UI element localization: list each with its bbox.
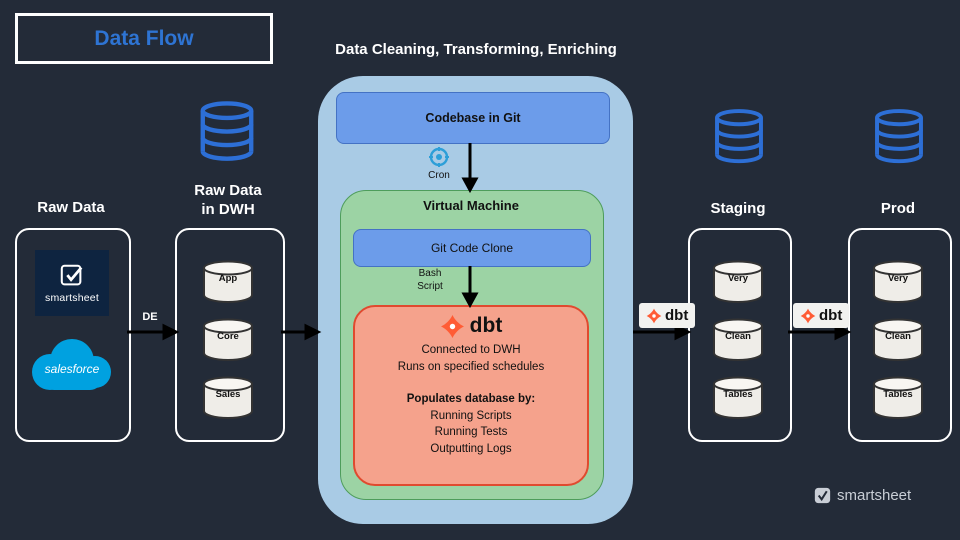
cylinder-icon <box>713 318 763 361</box>
cylinder-label: Tables <box>723 389 753 400</box>
footer-brand: smartsheet <box>814 487 911 504</box>
cylinder-label: App <box>218 273 238 284</box>
raw-data-box <box>15 228 131 442</box>
dbt-line1: Connected to DWH <box>421 344 521 356</box>
codebase-box: Codebase in Git <box>336 92 610 144</box>
cylinder-icon <box>873 318 923 361</box>
cylinder-icon <box>203 376 253 419</box>
arrow-raw-to-dwh <box>127 323 180 341</box>
staging-cylinder-clean: Clean <box>710 318 766 362</box>
subtitle: Data Cleaning, Transforming, Enriching <box>335 41 617 58</box>
footer-wordmark: smartsheet <box>837 487 912 504</box>
salesforce-wordmark: salesforce <box>44 362 100 376</box>
smartsheet-check-icon <box>814 487 831 504</box>
dbt-wordmark: dbt <box>469 314 503 338</box>
prod-database-icon <box>875 109 923 164</box>
dbt-chip-prod: dbt <box>793 303 850 328</box>
cylinder-icon <box>203 318 253 361</box>
prod-cylinder-very: Very <box>870 260 926 304</box>
title-box: Data Flow <box>15 13 273 64</box>
staging-database-icon <box>715 109 763 164</box>
dbt-item: Outputting Logs <box>430 442 512 455</box>
cylinder-icon <box>873 260 923 303</box>
de-arrow-label: DE <box>142 311 158 323</box>
git-code-clone-box: Git Code Clone <box>353 229 591 267</box>
dbt-line2: Runs on specified schedules <box>397 360 545 373</box>
cylinder-icon <box>713 376 763 419</box>
dbt-populates-title: Populates database by: <box>406 393 536 405</box>
cylinder-label: Sales <box>215 389 241 400</box>
arrow-dwh-to-pipeline <box>281 323 322 341</box>
smartsheet-wordmark: smartsheet <box>45 291 99 304</box>
cylinder-icon <box>713 260 763 303</box>
cylinder-label: Clean <box>885 331 911 342</box>
dbt-logo: dbt <box>355 314 587 339</box>
page-title: Data Flow <box>94 26 194 50</box>
staging-cylinder-tables: Tables <box>710 376 766 420</box>
dbt-icon <box>440 315 464 338</box>
cron-icon <box>429 147 449 167</box>
raw-data-label: Raw Data <box>37 199 105 216</box>
cron-label: Cron <box>428 170 450 181</box>
cylinder-label: Clean <box>725 331 751 342</box>
prod-label: Prod <box>880 200 916 217</box>
dbt-icon <box>646 308 662 323</box>
dbt-item: Running Tests <box>434 426 508 438</box>
dbt-item: Running Scripts <box>430 409 512 422</box>
salesforce-cloud-icon <box>32 339 111 390</box>
dwh-cylinder-app: App <box>200 260 256 304</box>
staging-label: Staging <box>710 200 766 217</box>
dwh-label: Raw Data in DWH <box>194 182 262 218</box>
dbt-chip-staging: dbt <box>639 303 696 328</box>
virtual-machine-title: Virtual Machine <box>423 198 519 213</box>
salesforce-logo: salesforce <box>26 334 118 400</box>
prod-cylinder-tables: Tables <box>870 376 926 420</box>
cylinder-label: Core <box>217 331 239 342</box>
smartsheet-logo: smartsheet <box>35 250 109 316</box>
dwh-cylinder-core: Core <box>200 318 256 362</box>
smartsheet-check-icon <box>60 264 83 285</box>
staging-cylinder-very: Very <box>710 260 766 304</box>
dwh-cylinder-sales: Sales <box>200 376 256 420</box>
dwh-database-icon <box>200 101 254 161</box>
dbt-box: dbt Connected to DWH Runs on specified s… <box>353 305 589 486</box>
cylinder-icon <box>203 260 253 303</box>
cylinder-label: Very <box>727 273 749 284</box>
cylinder-label: Tables <box>883 389 913 400</box>
dbt-icon <box>800 308 816 323</box>
cylinder-icon <box>873 376 923 419</box>
bash-script-label: Bash Script <box>417 268 443 292</box>
cylinder-label: Very <box>887 273 909 284</box>
prod-cylinder-clean: Clean <box>870 318 926 362</box>
